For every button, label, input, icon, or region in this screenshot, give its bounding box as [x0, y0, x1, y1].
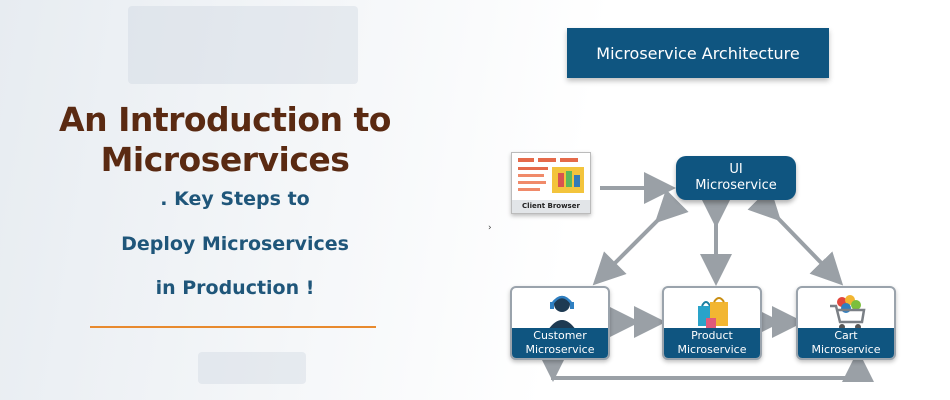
- arrow-ui-customer: [592, 189, 689, 286]
- subtitle-line-1: . Key Steps to: [160, 188, 310, 210]
- background-ghost-top: [128, 6, 358, 84]
- cart-label-line-1: Cart: [834, 329, 858, 342]
- ui-microservice-line-2: Microservice: [695, 178, 777, 193]
- customer-support-agent-icon: [548, 295, 576, 330]
- product-microservice-node: Product Microservice: [662, 286, 762, 360]
- product-label-line-2: Microservice: [677, 343, 747, 356]
- arrow-customer-cart-loop: [537, 350, 874, 382]
- customer-label-line-1: Customer: [533, 329, 587, 342]
- ui-microservice-line-1: UI: [729, 162, 743, 177]
- browser-window-icon: [518, 158, 584, 193]
- product-label-line-1: Product: [691, 329, 733, 342]
- cart-label-line-2: Microservice: [811, 343, 881, 356]
- headline: An Introduction to Microservices: [30, 100, 420, 180]
- subtitle-line-2: Deploy Microservices: [121, 233, 349, 255]
- arrow-ui-cart: [747, 187, 844, 286]
- background-ghost-bottom: [198, 352, 306, 384]
- ui-microservice-node: UI Microservice: [676, 156, 796, 200]
- cart-microservice-node: Cart Microservice: [796, 286, 896, 360]
- client-browser-label: Client Browser: [512, 200, 590, 213]
- shopping-cart-icon: [830, 295, 866, 330]
- headline-line-1: An Introduction to: [59, 100, 391, 139]
- accent-divider: [90, 326, 376, 328]
- architecture-banner: Microservice Architecture: [567, 28, 829, 78]
- subtitle-line-3: in Production !: [155, 277, 315, 299]
- shopping-bags-icon: [698, 297, 728, 328]
- customer-microservice-node: Customer Microservice: [510, 286, 610, 360]
- customer-label-line-2: Microservice: [525, 343, 595, 356]
- client-browser-node: Client Browser: [511, 152, 591, 214]
- headline-line-2: Microservices: [100, 140, 350, 179]
- svg-text:›: ›: [488, 223, 492, 233]
